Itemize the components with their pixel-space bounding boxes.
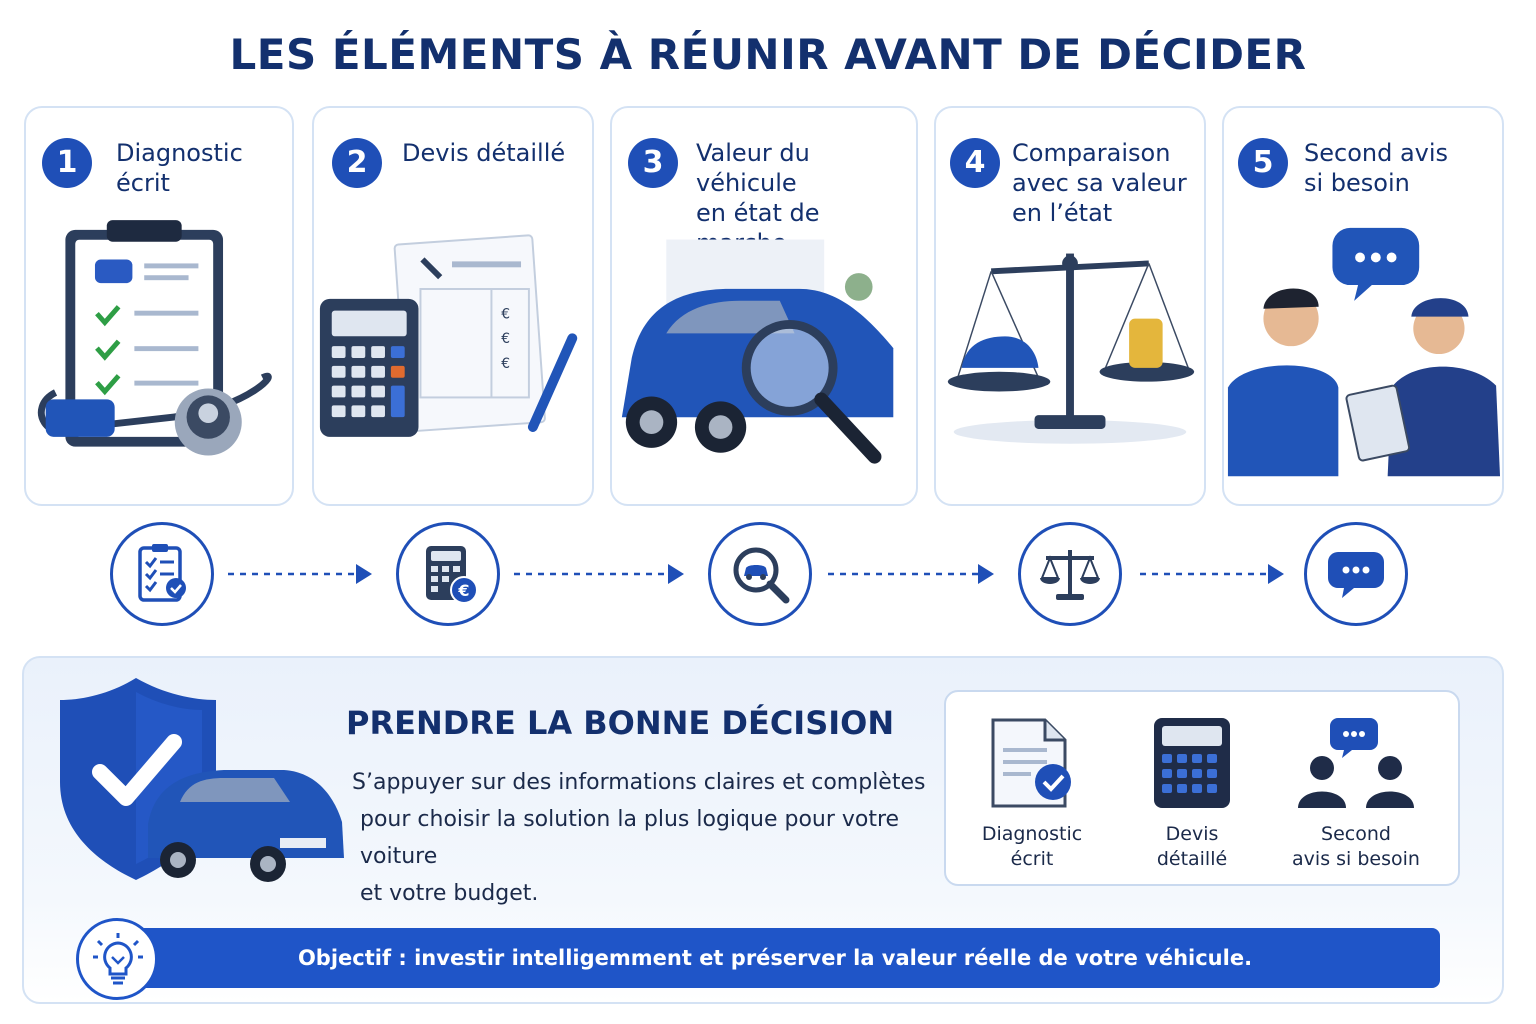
balance-scale-illustration: [947, 253, 1195, 444]
svg-text:€: €: [501, 356, 510, 372]
step-card-quote: 2 Devis détaillé € € €: [312, 106, 594, 506]
objective-text: Objectif : investir intelligemment et pr…: [297, 946, 1253, 970]
mechanic-customer-illustration: [1227, 227, 1501, 477]
flow-arrow: [1140, 564, 1284, 584]
car-magnifier-illustration: [621, 239, 894, 464]
flow-arrow: [828, 564, 994, 584]
clipboard-stethoscope-illustration: [37, 220, 272, 456]
decision-title: PRENDRE LA BONNE DÉCISION: [346, 704, 895, 742]
step-number: 5: [1238, 138, 1288, 188]
step-number: 3: [628, 138, 678, 188]
calculator-euro-icon: €: [396, 522, 500, 626]
shield-check-car-illustration: [60, 678, 344, 882]
speech-bubble-icon: [1304, 522, 1408, 626]
objective-banner: Objectif : investir intelligemment et pr…: [90, 928, 1440, 988]
people-chat-icon: [1298, 718, 1414, 808]
flow-arrow: [514, 564, 684, 584]
step-number: 4: [950, 138, 1000, 188]
page-title: LES ÉLÉMENTS À RÉUNIR AVANT DE DÉCIDER: [229, 30, 1307, 79]
calculator-icon: [1154, 718, 1230, 808]
invoice-calculator-illustration: € € €: [319, 234, 578, 437]
svg-text:€: €: [501, 307, 510, 323]
svg-text:€: €: [501, 331, 510, 347]
step-number: 2: [332, 138, 382, 188]
lightbulb-icon: [76, 918, 158, 1000]
scale-icon: [1018, 522, 1122, 626]
step-number: 1: [42, 138, 92, 188]
clipboard-checklist-icon: [110, 522, 214, 626]
svg-text:€: €: [457, 581, 469, 600]
flow-arrow: [228, 564, 372, 584]
step-title: Devis détaillé: [402, 139, 566, 167]
document-check-icon: [991, 718, 1071, 808]
decision-description: S’appuyer sur des informations claires e…: [352, 770, 926, 906]
magnifier-car-icon: [708, 522, 812, 626]
